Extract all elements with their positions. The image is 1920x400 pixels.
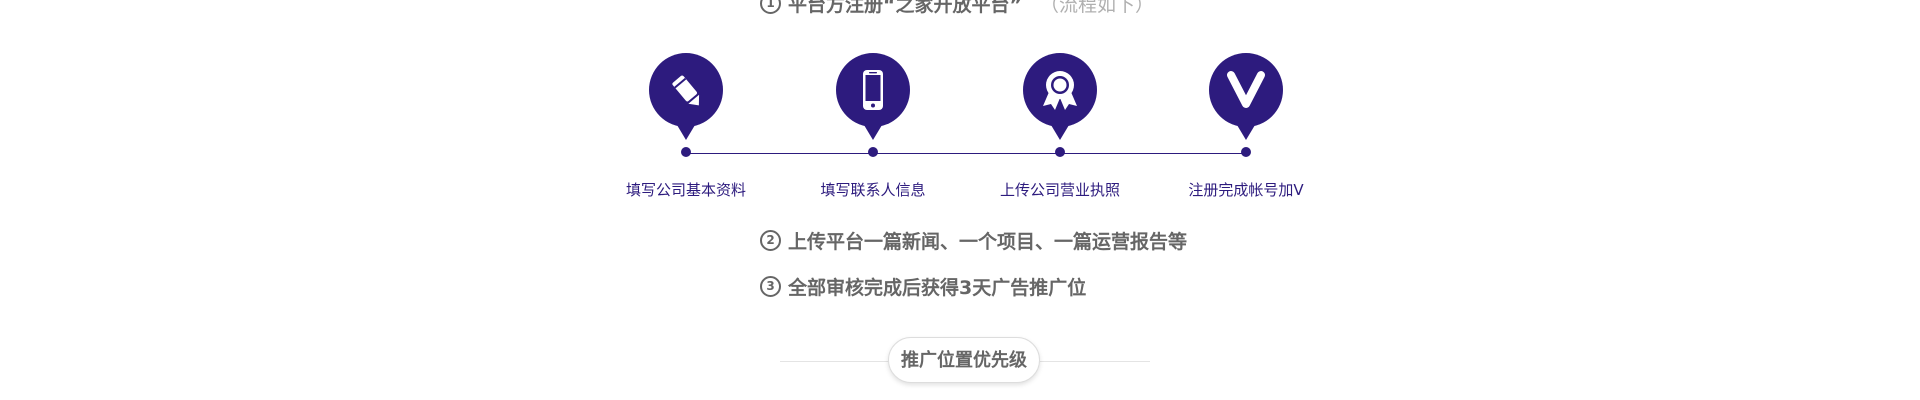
- timeline-step-verified: 注册完成帐号加V: [1146, 53, 1346, 200]
- timeline-step-label: 填写联系人信息: [820, 181, 926, 199]
- timeline-pin: [836, 53, 910, 140]
- step-number-badge: 1: [760, 0, 781, 14]
- section-divider-right: [1040, 361, 1150, 362]
- step-number-badge: 3: [760, 276, 781, 297]
- timeline-line: [686, 153, 1246, 154]
- step-number-badge: 2: [760, 230, 781, 251]
- timeline-dot: [1055, 147, 1065, 157]
- timeline-pin: [1209, 53, 1283, 140]
- step-2-instruction: 2 上传平台一篇新闻、一个项目、一篇运营报告等: [760, 227, 1187, 254]
- step-3-instruction: 3 全部审核完成后获得3天广告推广位: [760, 273, 1086, 300]
- step-1-note: （流程如下）: [1039, 0, 1154, 16]
- timeline-step-label: 注册完成帐号加V: [1188, 181, 1304, 199]
- timeline-step-label: 上传公司营业执照: [999, 181, 1120, 199]
- timeline-step-business-license: 上传公司营业执照: [960, 53, 1160, 200]
- v-verified-icon: [1227, 71, 1265, 108]
- timeline-pin: [1023, 53, 1097, 140]
- timeline-dot: [868, 147, 878, 157]
- timeline-step-company-info: 填写公司基本资料: [586, 53, 786, 200]
- pencil-icon: [672, 75, 700, 106]
- timeline-step-contact-info: 填写联系人信息: [773, 53, 973, 200]
- timeline-dot: [1241, 147, 1251, 157]
- step-1-text: 平台方注册“之家开放平台”: [788, 0, 1022, 16]
- section-divider-left: [780, 361, 890, 362]
- timeline-dot: [681, 147, 691, 157]
- phone-icon: [863, 70, 883, 110]
- timeline-pin: [649, 53, 723, 140]
- step-2-text: 上传平台一篇新闻、一个项目、一篇运营报告等: [788, 231, 1188, 253]
- timeline-step-label: 填写公司基本资料: [625, 181, 746, 199]
- registration-timeline: 填写公司基本资料 填写联系人信息 上传公司营业执照: [586, 53, 1346, 200]
- promotion-priority-button[interactable]: 推广位置优先级: [888, 337, 1040, 383]
- step-1-instruction: 1 平台方注册“之家开放平台” （流程如下）: [760, 0, 1154, 17]
- award-badge-icon: [1043, 71, 1077, 110]
- step-3-text: 全部审核完成后获得3天广告推广位: [788, 277, 1087, 299]
